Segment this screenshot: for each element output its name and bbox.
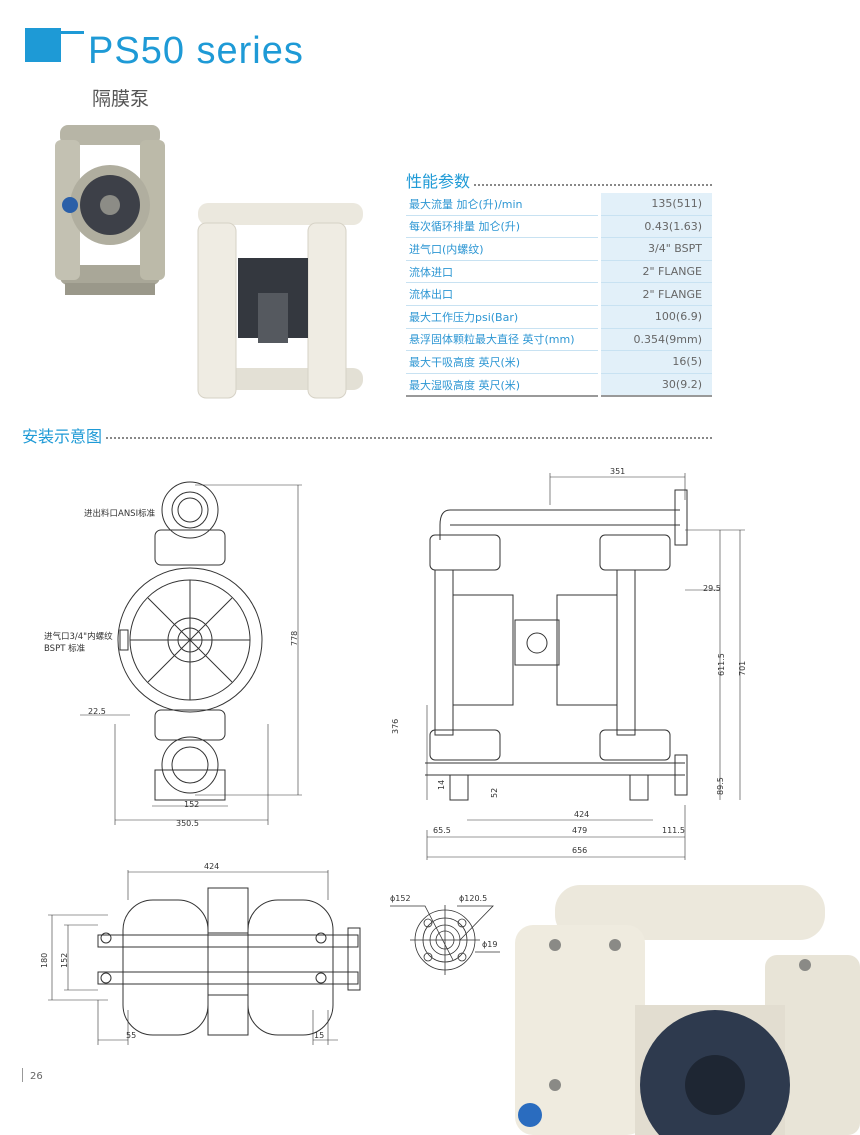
dim-phi-19: ϕ19 [482, 940, 498, 949]
dim-424-side: 424 [574, 810, 590, 819]
dim-15: 15 [314, 1031, 325, 1040]
spec-value: 135(511) [598, 193, 712, 216]
spec-value: 100(6.9) [598, 305, 712, 329]
table-row: 最大湿吸高度 英尺(米)30(9.2) [406, 373, 712, 398]
dim-29-5: 29.5 [703, 584, 721, 593]
dim-152-front: 152 [184, 800, 200, 809]
specs-heading-divider [474, 184, 712, 186]
pump-photo-white [197, 203, 363, 399]
brand-line-icon [48, 31, 84, 34]
spec-label: 每次循环排量 加仑(升) [406, 215, 600, 239]
page-subtitle: 隔膜泵 [92, 88, 150, 110]
table-row: 最大干吸高度 英尺(米)16(5) [406, 350, 712, 374]
install-heading: 安装示意图 [22, 427, 103, 446]
dim-656: 656 [572, 846, 588, 855]
spec-label: 最大工作压力psi(Bar) [406, 305, 600, 329]
table-row: 最大工作压力psi(Bar)100(6.9) [406, 305, 712, 329]
table-row: 悬浮固体颗粒最大直径 英寸(mm)0.354(9mm) [406, 328, 712, 352]
spec-label: 最大流量 加仑(升)/min [406, 193, 600, 216]
dim-65-5: 65.5 [433, 826, 451, 835]
spec-value: 2" FLANGE [598, 260, 712, 284]
spec-label: 悬浮固体颗粒最大直径 英寸(mm) [406, 328, 600, 352]
top-view-drawing [48, 870, 361, 1045]
dim-424-top: 424 [204, 862, 220, 871]
dim-479: 479 [572, 826, 588, 835]
dim-351: 351 [610, 467, 626, 476]
dim-phi-120-5: ϕ120.5 [459, 894, 488, 903]
table-row: 进气口(内螺纹)3/4" BSPT [406, 237, 712, 261]
spec-value: 2" FLANGE [598, 282, 712, 306]
specs-heading: 性能参数 [406, 172, 471, 191]
dim-phi-152: ϕ152 [390, 894, 411, 903]
spec-value: 0.43(1.63) [598, 215, 712, 239]
dim-55: 55 [126, 1031, 137, 1040]
dim-376: 376 [391, 718, 400, 734]
flange-drawing [390, 905, 500, 975]
dim-350-5: 350.5 [176, 819, 199, 828]
page-number: 26 [30, 1071, 43, 1082]
front-view-drawing [80, 481, 302, 825]
dim-152-top: 152 [60, 952, 69, 968]
dim-111-5: 111.5 [662, 826, 685, 835]
dim-778: 778 [290, 630, 299, 646]
pump-closeup-photo [515, 885, 860, 1135]
dim-89-5: 89.5 [716, 777, 725, 795]
spec-value: 0.354(9mm) [598, 328, 712, 352]
spec-label: 流体出口 [406, 282, 600, 306]
air-inlet-note-2: BSPT 标准 [44, 644, 86, 654]
air-inlet-note-1: 进气口3/4"内螺纹 [44, 632, 113, 642]
dim-52: 52 [490, 787, 499, 798]
install-heading-divider [106, 437, 712, 439]
spec-value: 16(5) [598, 350, 712, 374]
spec-label: 进气口(内螺纹) [406, 237, 600, 261]
dim-14: 14 [437, 779, 446, 790]
spec-value: 3/4" BSPT [598, 237, 712, 261]
dim-22-5: 22.5 [88, 707, 106, 716]
page-title: PS50 series [88, 30, 304, 72]
spec-label: 最大干吸高度 英尺(米) [406, 350, 600, 374]
spec-value: 30(9.2) [598, 373, 712, 398]
table-row: 每次循环排量 加仑(升)0.43(1.63) [406, 215, 712, 239]
dim-701: 701 [738, 660, 747, 676]
outlet-note: 进出料口ANSI标准 [84, 509, 156, 519]
side-view-drawing [425, 473, 745, 860]
page-number-bar [22, 1068, 23, 1082]
pump-photo-gray [55, 125, 165, 295]
spec-label: 流体进口 [406, 260, 600, 284]
spec-label: 最大湿吸高度 英尺(米) [406, 373, 600, 398]
dim-611-5: 611.5 [717, 653, 726, 676]
dim-180: 180 [40, 952, 49, 968]
